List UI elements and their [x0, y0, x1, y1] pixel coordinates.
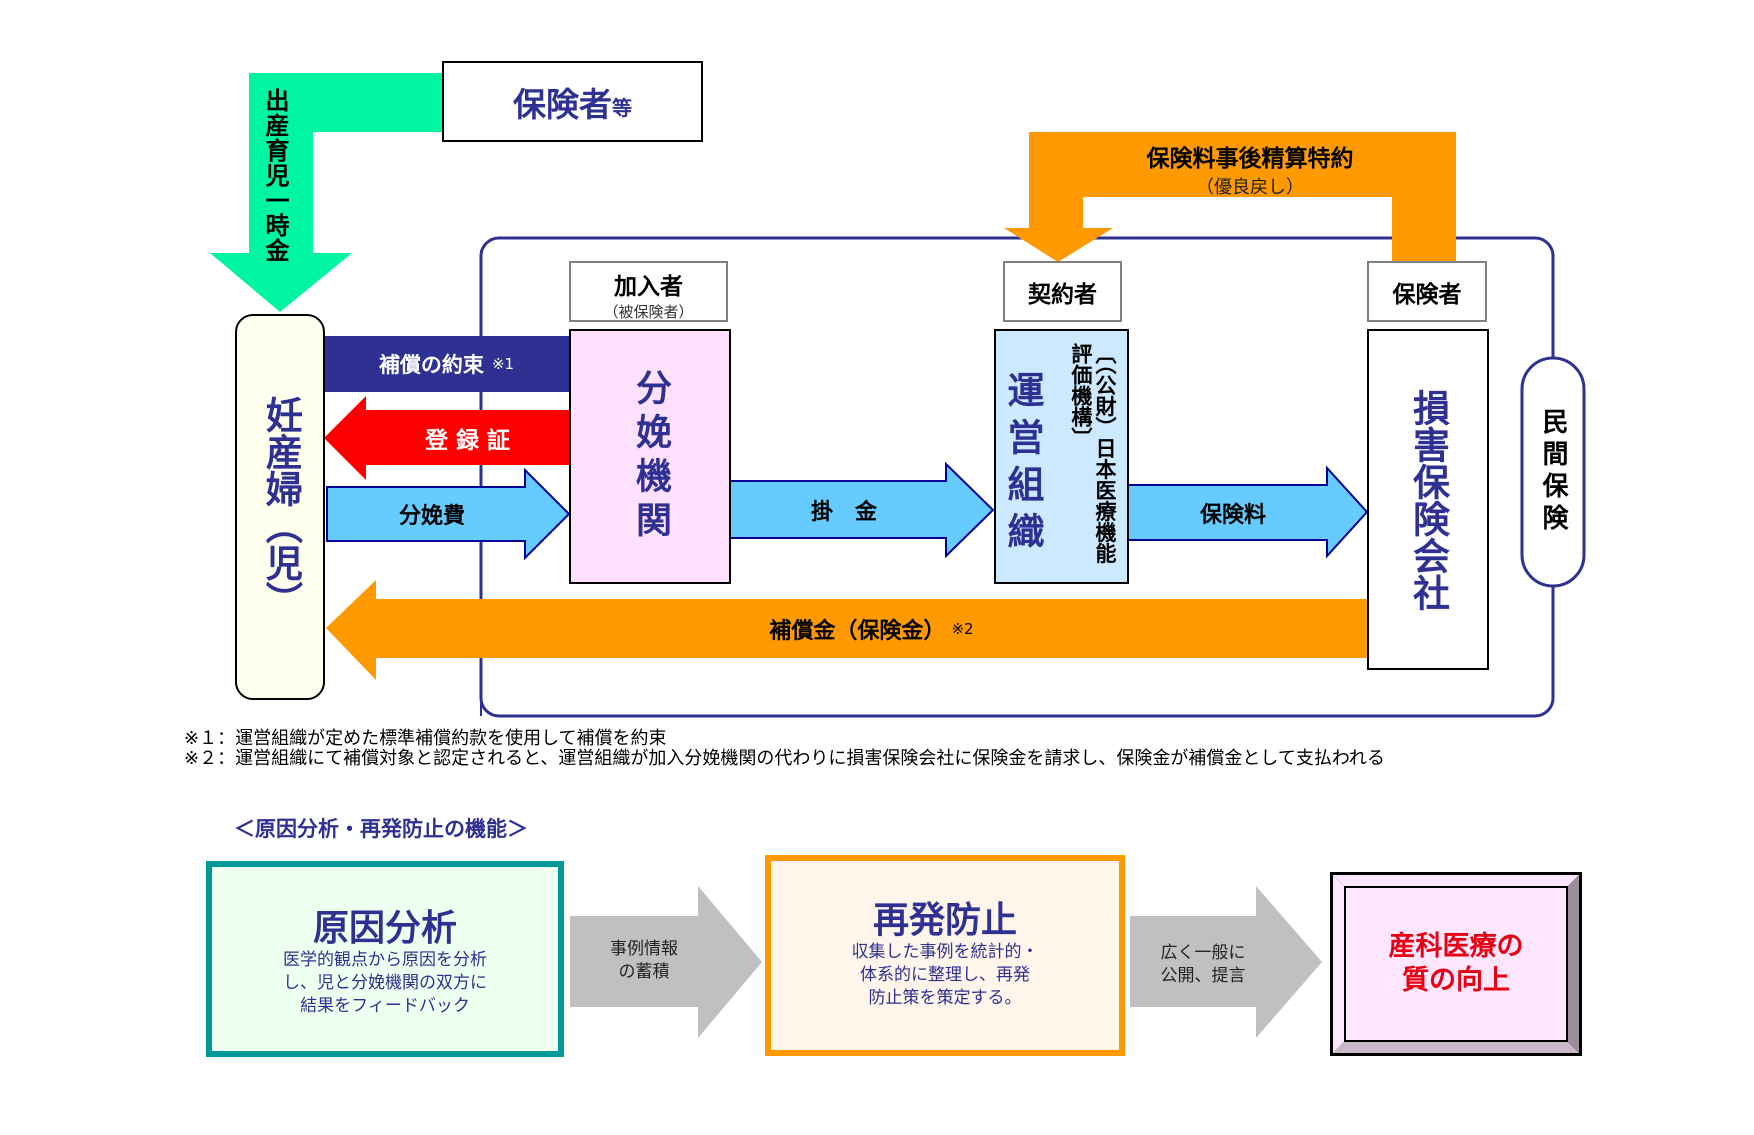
outcome-box: 産科医療の 質の向上	[1345, 887, 1567, 1041]
registration-label: 登 録 証	[424, 427, 510, 454]
cause-analysis-line-1: 医学的観点から原因を分析	[283, 950, 487, 970]
promise-bar	[324, 336, 569, 392]
private-insurance-box: 民間保険	[1522, 358, 1584, 586]
insurance-premium-arrow	[1127, 465, 1369, 559]
birth-allowance-label: 出産育児一時金	[261, 88, 289, 263]
compensation-label: 補償金（保険金）	[769, 618, 946, 644]
facility-box: 分娩機関	[569, 329, 731, 584]
accumulation-label: 事例情報 の蓄積	[580, 938, 708, 984]
operator-name: 〔（公財）日本医療機能評価機構〕	[1068, 343, 1117, 564]
prevention-box: 再発防止 収集した事例を統計的・ 体系的に整理し、再発 防止策を策定する。	[765, 855, 1125, 1056]
premium-contribution-arrow	[729, 461, 995, 559]
insurer-top-suffix: 等	[612, 96, 632, 120]
compensation-flow: 補償金（保険金） ※2	[376, 599, 1367, 658]
prevention-line-1: 収集した事例を統計的・	[851, 942, 1039, 962]
compensation-note: ※2	[951, 619, 974, 638]
member-role-box: 加入者 （被保険者）	[569, 261, 728, 322]
accumulation-arrow	[570, 886, 762, 1038]
cause-analysis-box: 原因分析 医学的観点から原因を分析 し、児と分娩機関の双方に 結果をフィードバッ…	[206, 861, 564, 1057]
functions-heading: ＜原因分析・再発防止の機能＞	[234, 817, 528, 841]
outcome-line-1: 産科医療の	[1388, 931, 1524, 962]
promise-flow: 補償の約束 ※1	[324, 336, 569, 392]
compensation-arrow	[326, 580, 1367, 680]
delivery-fee-arrow	[326, 467, 571, 561]
footnote-2: ※２：運営組織にて補償対象と認定されると、運営組織が加入分娩機関の代わりに損害保…	[184, 748, 1385, 769]
insurer-role-box: 保険者	[1367, 261, 1487, 322]
promise-note: ※1	[491, 355, 515, 373]
publication-line-1: 広く一般に	[1160, 943, 1246, 963]
insurance-company-box: 損害保険会社	[1367, 329, 1489, 670]
accumulation-line-1: 事例情報	[610, 939, 678, 959]
registration-arrow	[324, 396, 569, 480]
outcome-line-2: 質の向上	[1402, 965, 1510, 996]
mother-label: 妊産婦（児）	[259, 396, 303, 618]
publication-label: 広く一般に 公開、提言	[1136, 942, 1270, 988]
premium-contribution-label: 掛 金	[810, 499, 877, 525]
member-role-title: 加入者	[614, 274, 683, 300]
delivery-fee-flow: 分娩費	[327, 487, 537, 541]
insurance-premium-label: 保険料	[1199, 502, 1266, 528]
insurance-company-label: 損害保険会社	[1406, 388, 1450, 611]
publication-arrow	[1130, 886, 1322, 1038]
prevention-title: 再発防止	[872, 900, 1017, 941]
premium-adjustment-arrow	[1004, 132, 1456, 262]
insurance-premium-flow: 保険料	[1128, 485, 1338, 540]
private-insurance-capsule	[1520, 356, 1586, 588]
member-role-subtitle: （被保険者）	[603, 303, 694, 321]
delivery-fee-label: 分娩費	[398, 504, 465, 529]
accumulation-line-2: の蓄積	[618, 962, 670, 982]
promise-label: 補償の約束	[378, 353, 484, 377]
insurer-role-label: 保険者	[1392, 281, 1462, 308]
footnotes: ※１：運営組織が定めた標準補償約款を使用して補償を約束 ※２：運営組織にて補償対…	[184, 729, 1385, 769]
publication-line-2: 公開、提言	[1160, 966, 1246, 986]
cause-analysis-title: 原因分析	[312, 908, 457, 949]
premium-adjustment-text: 保険料事後精算特約 （優良戻し）	[1110, 139, 1390, 199]
green-arrow	[210, 73, 442, 312]
insurer-top-box: 保険者等	[442, 61, 703, 142]
insurer-top-label: 保険者	[513, 84, 612, 124]
mother-box: 妊産婦（児）	[235, 314, 325, 700]
private-insurance-label: 民間保険	[1538, 408, 1568, 536]
prevention-line-2: 体系的に整理し、再発	[860, 965, 1030, 985]
premium-contribution-flow: 掛 金	[730, 481, 958, 538]
operator-box: 運営組織 〔（公財）日本医療機能評価機構〕	[994, 329, 1129, 584]
premium-adjustment-title: 保険料事後精算特約	[1146, 146, 1354, 172]
prevention-line-3: 防止策を策定する。	[868, 988, 1022, 1008]
contractor-role-box: 契約者	[1003, 261, 1122, 322]
premium-adjustment-subtitle: （優良戻し）	[1196, 177, 1304, 198]
footnote-1: ※１：運営組織が定めた標準補償約款を使用して補償を約束	[184, 728, 667, 749]
cause-analysis-line-2: し、児と分娩機関の双方に	[283, 973, 487, 993]
cause-analysis-line-3: 結果をフィードバック	[300, 996, 470, 1016]
facility-label: 分娩機関	[630, 368, 671, 545]
operator-label: 運営組織	[1001, 371, 1044, 559]
contractor-role-label: 契約者	[1028, 281, 1097, 308]
registration-flow: 登 録 証	[366, 410, 569, 465]
